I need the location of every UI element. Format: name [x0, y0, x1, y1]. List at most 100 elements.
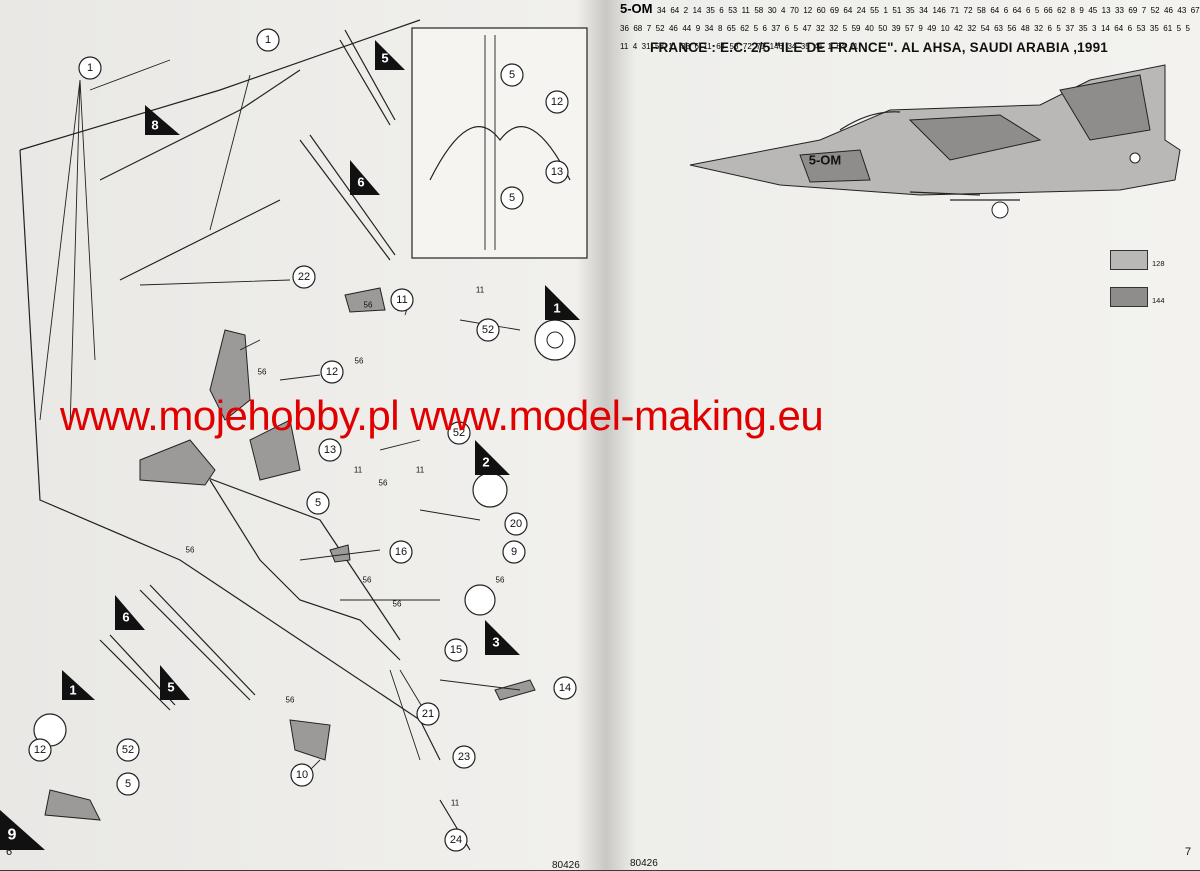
profile-labels: 34 64 2 14 35 6 53 11 58 30 4 70 12 60 6…	[656, 6, 1022, 15]
svg-text:13: 13	[551, 166, 563, 178]
part-13	[249, 419, 301, 481]
svg-text:52: 52	[482, 324, 494, 336]
svg-text:5: 5	[125, 778, 131, 790]
svg-text:22: 22	[298, 271, 310, 283]
svg-text:5: 5	[167, 680, 174, 695]
kit-code-right: 80426	[630, 858, 658, 869]
planform-labels: 6 5 66 62 8 9 45 13 33 69 7 52 46 43 67 …	[620, 6, 1200, 33]
svg-text:11: 11	[476, 286, 485, 295]
svg-text:13: 13	[324, 444, 336, 456]
svg-text:5: 5	[509, 192, 515, 204]
swatch-144-label: 144	[1152, 296, 1165, 305]
missile-upper	[339, 29, 396, 126]
page-number-left: 6	[6, 846, 13, 858]
callout-52a: 52	[476, 318, 500, 342]
nose-wheel	[464, 584, 496, 616]
intake-outline	[209, 479, 401, 661]
svg-text:56: 56	[496, 576, 505, 585]
svg-text:56: 56	[186, 546, 195, 555]
svg-text:5: 5	[509, 69, 515, 81]
svg-text:56: 56	[355, 357, 364, 366]
watermark-text: www.mojehobby.pl www.model-making.eu	[60, 392, 824, 439]
swatch-144	[1110, 287, 1148, 307]
svg-text:3: 3	[492, 635, 499, 650]
svg-text:56: 56	[393, 600, 402, 609]
gear-door-part-11	[344, 287, 386, 313]
svg-text:9: 9	[8, 827, 17, 844]
callout-24: 24	[444, 828, 468, 852]
callout-14: 14	[553, 676, 577, 700]
callout-20: 20	[504, 512, 528, 536]
swatch-128	[1110, 250, 1148, 270]
svg-text:9: 9	[511, 546, 517, 558]
callout-9: 9	[502, 540, 526, 564]
callout-21: 21	[416, 702, 440, 726]
callout-13a: 13	[318, 438, 342, 462]
step-marker-8: 8	[145, 105, 180, 135]
step-marker-2: 2	[475, 440, 510, 475]
svg-text:11: 11	[451, 799, 460, 808]
svg-text:2: 2	[482, 455, 489, 470]
callout-12a: 12	[320, 360, 344, 384]
step-marker-1-top: 1	[545, 285, 580, 320]
svg-text:56: 56	[286, 696, 295, 705]
svg-text:1: 1	[553, 301, 560, 316]
swatch-128-label: 128	[1152, 259, 1165, 268]
fuselage-outline	[19, 19, 441, 761]
callout-inset-5a: 5	[500, 63, 524, 87]
svg-text:56: 56	[363, 576, 372, 585]
step-marker-5-top: 5	[375, 40, 405, 70]
svg-text:6: 6	[122, 610, 129, 625]
svg-text:12: 12	[34, 744, 46, 756]
svg-text:8: 8	[151, 118, 158, 133]
callout-inset-12: 12	[545, 90, 569, 114]
step-marker-5-bottom: 5	[160, 665, 190, 700]
step-number-9: 9	[0, 810, 45, 850]
bottom-side-profile: 5-OM	[620, 1, 653, 16]
underside-labels: 37 6 5 47 32 32 5 59 40 50 39 57 9 49 10…	[771, 24, 1075, 33]
inset-centerline	[484, 35, 496, 250]
painting-guide-page: FRANCE : E.C. 2/5 "ILE DE FRANCE". AL AH…	[620, 0, 1200, 870]
painting-diagram: 5-OM	[689, 64, 1181, 219]
svg-text:11: 11	[416, 466, 425, 475]
kit-code-left: 80426	[552, 860, 580, 871]
detail-inset-box	[411, 27, 588, 259]
callout-inset-13: 13	[545, 160, 569, 184]
part-10	[289, 719, 331, 761]
missile-lower	[139, 584, 256, 701]
top-side-profile: 5-OM	[689, 64, 1181, 219]
svg-text:11: 11	[354, 466, 363, 475]
svg-text:21: 21	[422, 708, 434, 720]
callout-11: 11	[390, 288, 414, 312]
scheme-title: FRANCE : E.C. 2/5 "ILE DE FRANCE". AL AH…	[650, 40, 1109, 55]
svg-text:14: 14	[559, 682, 571, 694]
svg-text:52: 52	[453, 427, 465, 439]
svg-text:20: 20	[510, 518, 522, 530]
main-wheel	[534, 319, 576, 361]
callout-5a: 5	[306, 491, 330, 515]
svg-text:12: 12	[551, 96, 563, 108]
svg-text:16: 16	[395, 546, 407, 558]
gear-door-part	[209, 329, 251, 421]
main-wheel-hub	[546, 331, 564, 349]
svg-text:1: 1	[87, 62, 93, 74]
inset-gear-bay	[429, 126, 571, 181]
step-marker-1-bottom: 1	[62, 670, 95, 700]
intake-part-5	[139, 439, 216, 486]
callout-52b: 52	[447, 421, 471, 445]
wing-edge-outline	[99, 69, 401, 641]
missile-mid	[299, 134, 396, 261]
assembly-page: 8 5 6 1 2 3 6	[0, 0, 600, 871]
callout-10: 10	[290, 763, 314, 787]
gear-wheel-2	[472, 472, 508, 508]
callout-22: 22	[292, 265, 316, 289]
callout-16: 16	[389, 540, 413, 564]
svg-text:5-OM: 5-OM	[809, 153, 842, 168]
svg-text:1: 1	[265, 34, 271, 46]
callout-12b: 12	[28, 738, 52, 762]
gear-leg-part	[44, 789, 101, 821]
assembly-drawing: 8 5 6 1 2 3 6	[0, 19, 588, 852]
step-marker-6-top: 6	[350, 160, 380, 195]
page-number-right: 7	[1185, 846, 1192, 858]
